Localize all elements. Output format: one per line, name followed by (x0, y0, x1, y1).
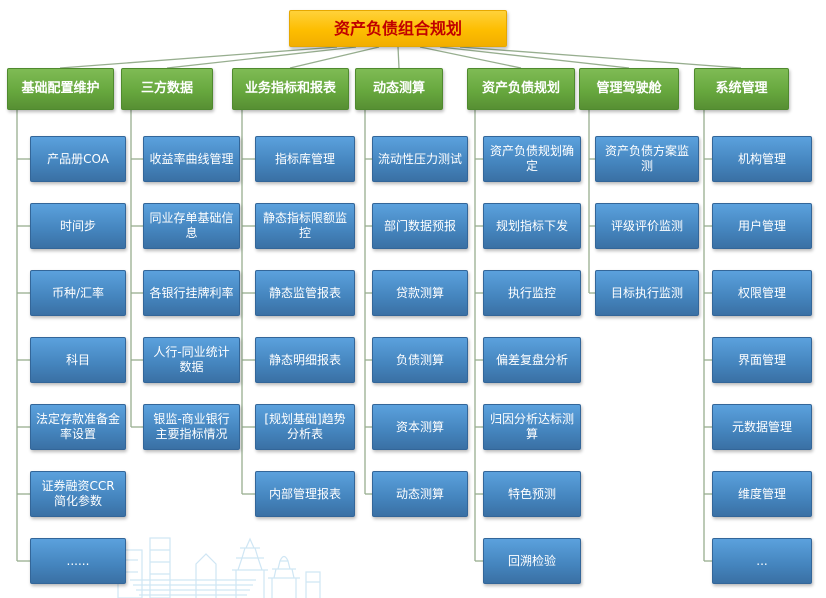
tree-item: 资产负债规划确定 (483, 136, 581, 182)
group-third-party-data: 三方数据 (121, 68, 213, 110)
tree-item: 部门数据预报 (372, 203, 468, 249)
root-node: 资产负债组合规划 (289, 10, 507, 47)
tree-item: 用户管理 (712, 203, 812, 249)
tree-item: ...... (30, 538, 126, 584)
tree-item: 静态监管报表 (255, 270, 355, 316)
tree-item: 人行-同业统计数据 (143, 337, 240, 383)
tree-item: 时间步 (30, 203, 126, 249)
tree-item: 币种/汇率 (30, 270, 126, 316)
tree-item: 评级评价监测 (595, 203, 699, 249)
group-dynamic-calculation: 动态测算 (355, 68, 443, 110)
group-system-management: 系统管理 (694, 68, 789, 110)
tree-item: 收益率曲线管理 (143, 136, 240, 182)
tree-item: 规划指标下发 (483, 203, 581, 249)
tree-item: 维度管理 (712, 471, 812, 517)
tree-item: 机构管理 (712, 136, 812, 182)
tree-item: 资产负债方案监测 (595, 136, 699, 182)
tree-item: 特色预测 (483, 471, 581, 517)
tree-item: 法定存款准备金率设置 (30, 404, 126, 450)
tree-item: 内部管理报表 (255, 471, 355, 517)
tree-item: 流动性压力测试 (372, 136, 468, 182)
tree-item: 静态明细报表 (255, 337, 355, 383)
tree-item: 资本测算 (372, 404, 468, 450)
tree-item: 权限管理 (712, 270, 812, 316)
group-management-cockpit: 管理驾驶舱 (579, 68, 679, 110)
group-business-indicators-reports: 业务指标和报表 (232, 68, 349, 110)
tree-item: 归因分析达标测算 (483, 404, 581, 450)
tree-item: 科目 (30, 337, 126, 383)
tree-item: 各银行挂牌利率 (143, 270, 240, 316)
tree-item: 动态测算 (372, 471, 468, 517)
tree-item: 贷款测算 (372, 270, 468, 316)
tree-item: 界面管理 (712, 337, 812, 383)
tree-item: 同业存单基础信息 (143, 203, 240, 249)
tree-item: [规划基础]趋势分析表 (255, 404, 355, 450)
tree-item: 产品册COA (30, 136, 126, 182)
group-basic-config-maintenance: 基础配置维护 (7, 68, 114, 110)
tree-item: 元数据管理 (712, 404, 812, 450)
tree-item: 目标执行监测 (595, 270, 699, 316)
group-asset-liability-planning: 资产负债规划 (467, 68, 575, 110)
tree-item: 偏差复盘分析 (483, 337, 581, 383)
tree-item: 指标库管理 (255, 136, 355, 182)
tree-item: ... (712, 538, 812, 584)
tree-item: 回溯检验 (483, 538, 581, 584)
tree-item: 银监-商业银行主要指标情况 (143, 404, 240, 450)
tree-item: 执行监控 (483, 270, 581, 316)
tree-item: 负债测算 (372, 337, 468, 383)
tree-item: 证券融资CCR简化参数 (30, 471, 126, 517)
tree-item: 静态指标限额监控 (255, 203, 355, 249)
